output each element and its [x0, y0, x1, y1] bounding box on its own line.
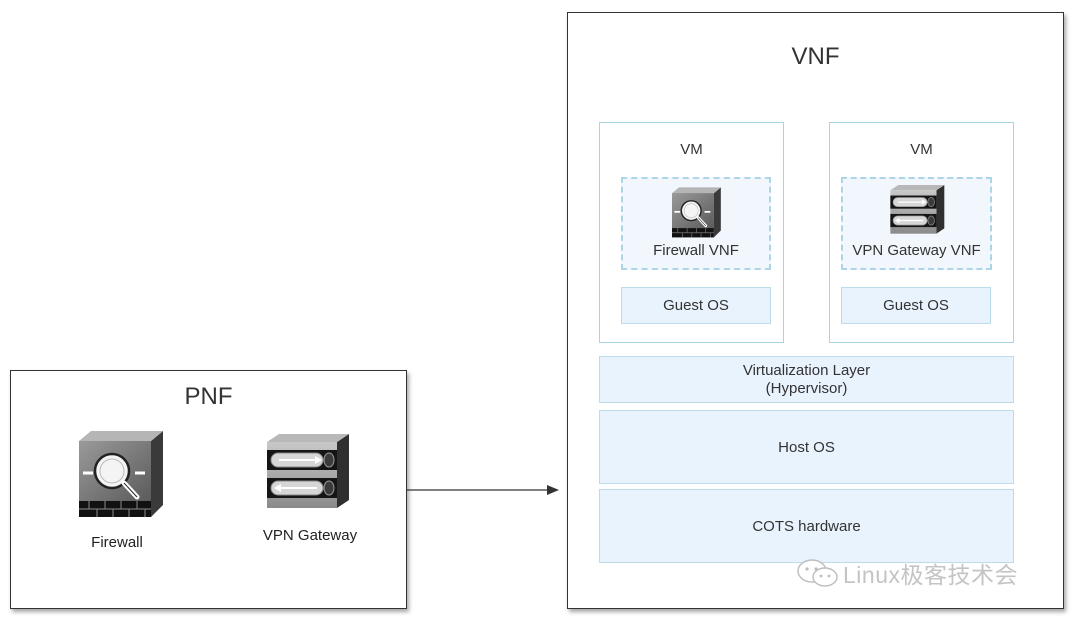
watermark: Linux极客技术会	[796, 556, 1018, 590]
virtualization-layer-subtitle: (Hypervisor)	[765, 379, 848, 397]
guest-os-2: Guest OS	[841, 287, 991, 324]
pnf-title: PNF	[184, 383, 233, 410]
host-os-layer: Host OS	[599, 410, 1014, 484]
firewall-vnf-label: Firewall VNF	[653, 242, 739, 259]
guest-os-1: Guest OS	[621, 287, 771, 324]
vpn-gateway-icon	[266, 433, 350, 509]
vpn-gateway-vnf-icon	[889, 184, 945, 235]
virtualization-layer-title: Virtualization Layer	[742, 361, 871, 379]
transition-arrow	[407, 485, 559, 495]
firewall-vnf-container: Firewall VNF	[621, 177, 771, 270]
firewall-icon	[79, 431, 165, 519]
vpn-gateway-vnf-label: VPN Gateway VNF	[852, 242, 981, 259]
cots-hardware-layer: COTS hardware	[599, 489, 1014, 563]
vm-title: VM	[910, 141, 933, 158]
pnf-panel: PNF Firewall VPN Gateway	[10, 370, 407, 609]
wechat-icon	[797, 559, 838, 587]
virtualization-layer: Virtualization Layer (Hypervisor)	[599, 356, 1014, 403]
firewall-vnf-icon	[670, 185, 723, 239]
firewall-label: Firewall	[91, 534, 143, 551]
watermark-text: Linux极客技术会	[843, 562, 1018, 588]
vnf-title: VNF	[791, 43, 840, 70]
vm-title: VM	[680, 141, 703, 158]
vpn-gateway-vnf-container: VPN Gateway VNF	[841, 177, 992, 270]
vpn-gateway-label: VPN Gateway	[262, 527, 358, 544]
